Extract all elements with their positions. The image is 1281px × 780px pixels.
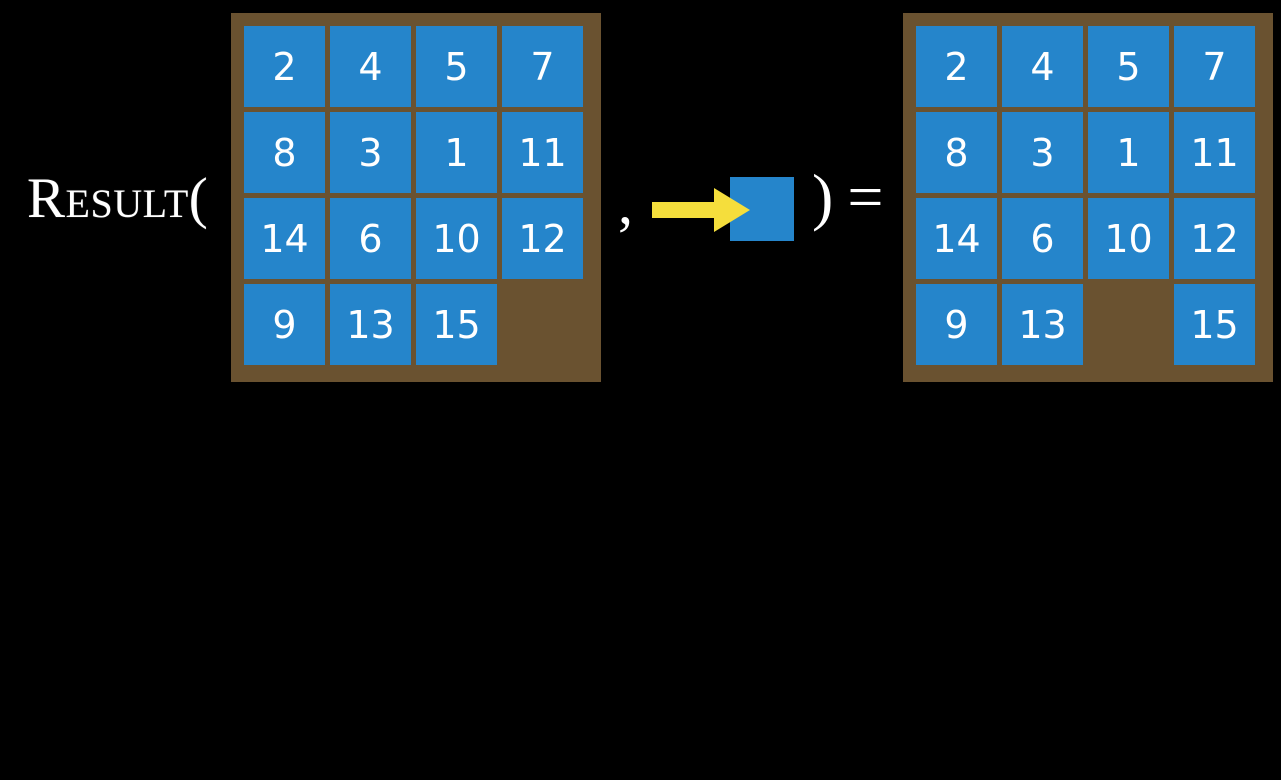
- puzzle-tile[interactable]: 4: [1002, 26, 1083, 107]
- puzzle-blank-cell: [1088, 284, 1169, 365]
- action-move-right: [652, 172, 802, 252]
- puzzle-tile[interactable]: 14: [916, 198, 997, 279]
- puzzle-tile[interactable]: 5: [416, 26, 497, 107]
- puzzle-tile[interactable]: 10: [1088, 198, 1169, 279]
- puzzle-tile[interactable]: 12: [502, 198, 583, 279]
- puzzle-tile[interactable]: 1: [416, 112, 497, 193]
- puzzle-tile[interactable]: 10: [416, 198, 497, 279]
- puzzle-tile[interactable]: 2: [244, 26, 325, 107]
- puzzle-tile[interactable]: 8: [244, 112, 325, 193]
- close-paren: ): [812, 161, 834, 232]
- puzzle-tile[interactable]: 13: [1002, 284, 1083, 365]
- puzzle-tile[interactable]: 11: [502, 112, 583, 193]
- puzzle-tile[interactable]: 14: [244, 198, 325, 279]
- argument-separator: ,: [618, 170, 633, 236]
- puzzle-tile[interactable]: 3: [330, 112, 411, 193]
- puzzle-tile[interactable]: 12: [1174, 198, 1255, 279]
- puzzle-tile[interactable]: 15: [416, 284, 497, 365]
- puzzle-tile[interactable]: 15: [1174, 284, 1255, 365]
- puzzle-blank-cell: [502, 284, 583, 365]
- result-function-label: Result(: [27, 167, 209, 230]
- puzzle-tile[interactable]: 11: [1174, 112, 1255, 193]
- puzzle-tile[interactable]: 7: [502, 26, 583, 107]
- puzzle-tile[interactable]: 6: [330, 198, 411, 279]
- puzzle-tile[interactable]: 5: [1088, 26, 1169, 107]
- arrow-right-icon: [652, 188, 750, 232]
- puzzle-tile[interactable]: 9: [916, 284, 997, 365]
- close-paren-equals: )=: [812, 165, 883, 229]
- puzzle-tile[interactable]: 6: [1002, 198, 1083, 279]
- puzzle-tile[interactable]: 4: [330, 26, 411, 107]
- puzzle-tile[interactable]: 8: [916, 112, 997, 193]
- puzzle-tile[interactable]: 9: [244, 284, 325, 365]
- puzzle-tile[interactable]: 7: [1174, 26, 1255, 107]
- puzzle-tile[interactable]: 13: [330, 284, 411, 365]
- equals-sign: =: [847, 161, 884, 232]
- puzzle-tile[interactable]: 2: [916, 26, 997, 107]
- puzzle-tile[interactable]: 3: [1002, 112, 1083, 193]
- puzzle-tile[interactable]: 1: [1088, 112, 1169, 193]
